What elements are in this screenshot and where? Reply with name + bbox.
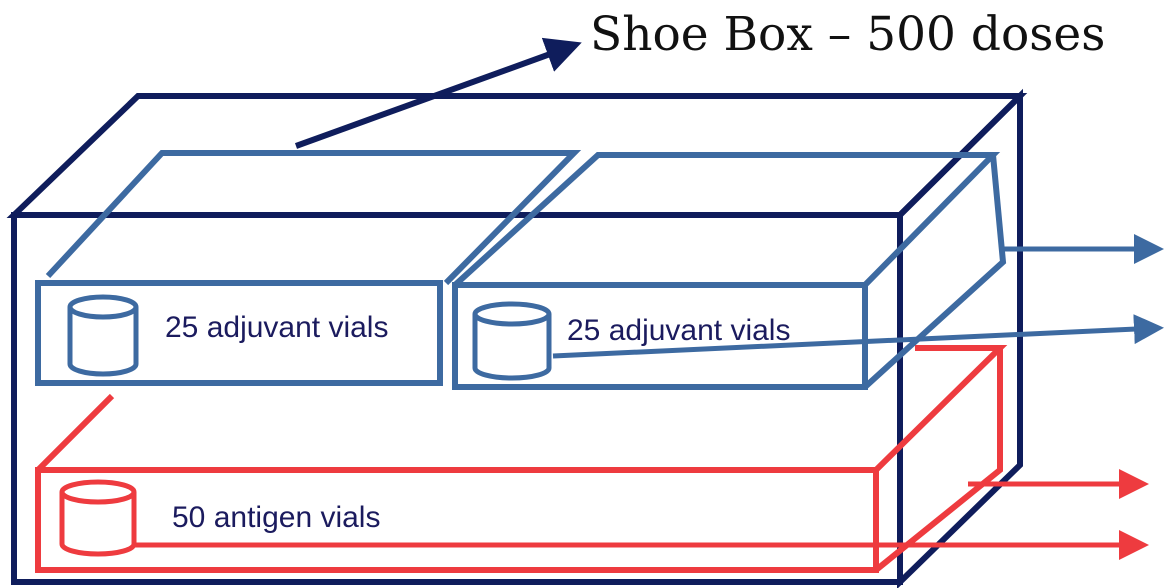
compartment-label-adjuvant-1: 25 adjuvant vials	[165, 311, 388, 344]
adjuvant-compartment-1	[35, 150, 582, 386]
antigen-compartment	[35, 345, 1008, 573]
adjuvant-1-front-face	[35, 280, 443, 386]
adjuvant-2-top-face	[452, 152, 1001, 288]
antigen-front-face	[35, 467, 879, 573]
adjuvant-2-side-edge	[862, 154, 1007, 390]
vial-icon	[59, 479, 137, 557]
antigen-top-right-edge	[873, 345, 1008, 473]
diagram-title: Shoe Box – 500 doses	[590, 7, 1105, 62]
adjuvant-compartment-2	[452, 152, 1007, 390]
compartment-label-antigen: 50 antigen vials	[172, 501, 380, 534]
title-pointer-arrow	[294, 37, 582, 149]
outer-shoebox	[6, 88, 1028, 588]
vial-icon	[472, 301, 552, 381]
adjuvant-2-front-face	[452, 282, 868, 390]
antigen-side-edge	[874, 348, 1003, 573]
outer-box-side-face	[897, 88, 1023, 588]
adjuvant-arrow-lower	[552, 314, 1164, 359]
compartment-label-adjuvant-2: 25 adjuvant vials	[567, 314, 790, 347]
adjuvant-1-top-face	[45, 150, 582, 286]
antigen-top-edge	[35, 393, 115, 473]
vial-icon	[67, 294, 139, 377]
